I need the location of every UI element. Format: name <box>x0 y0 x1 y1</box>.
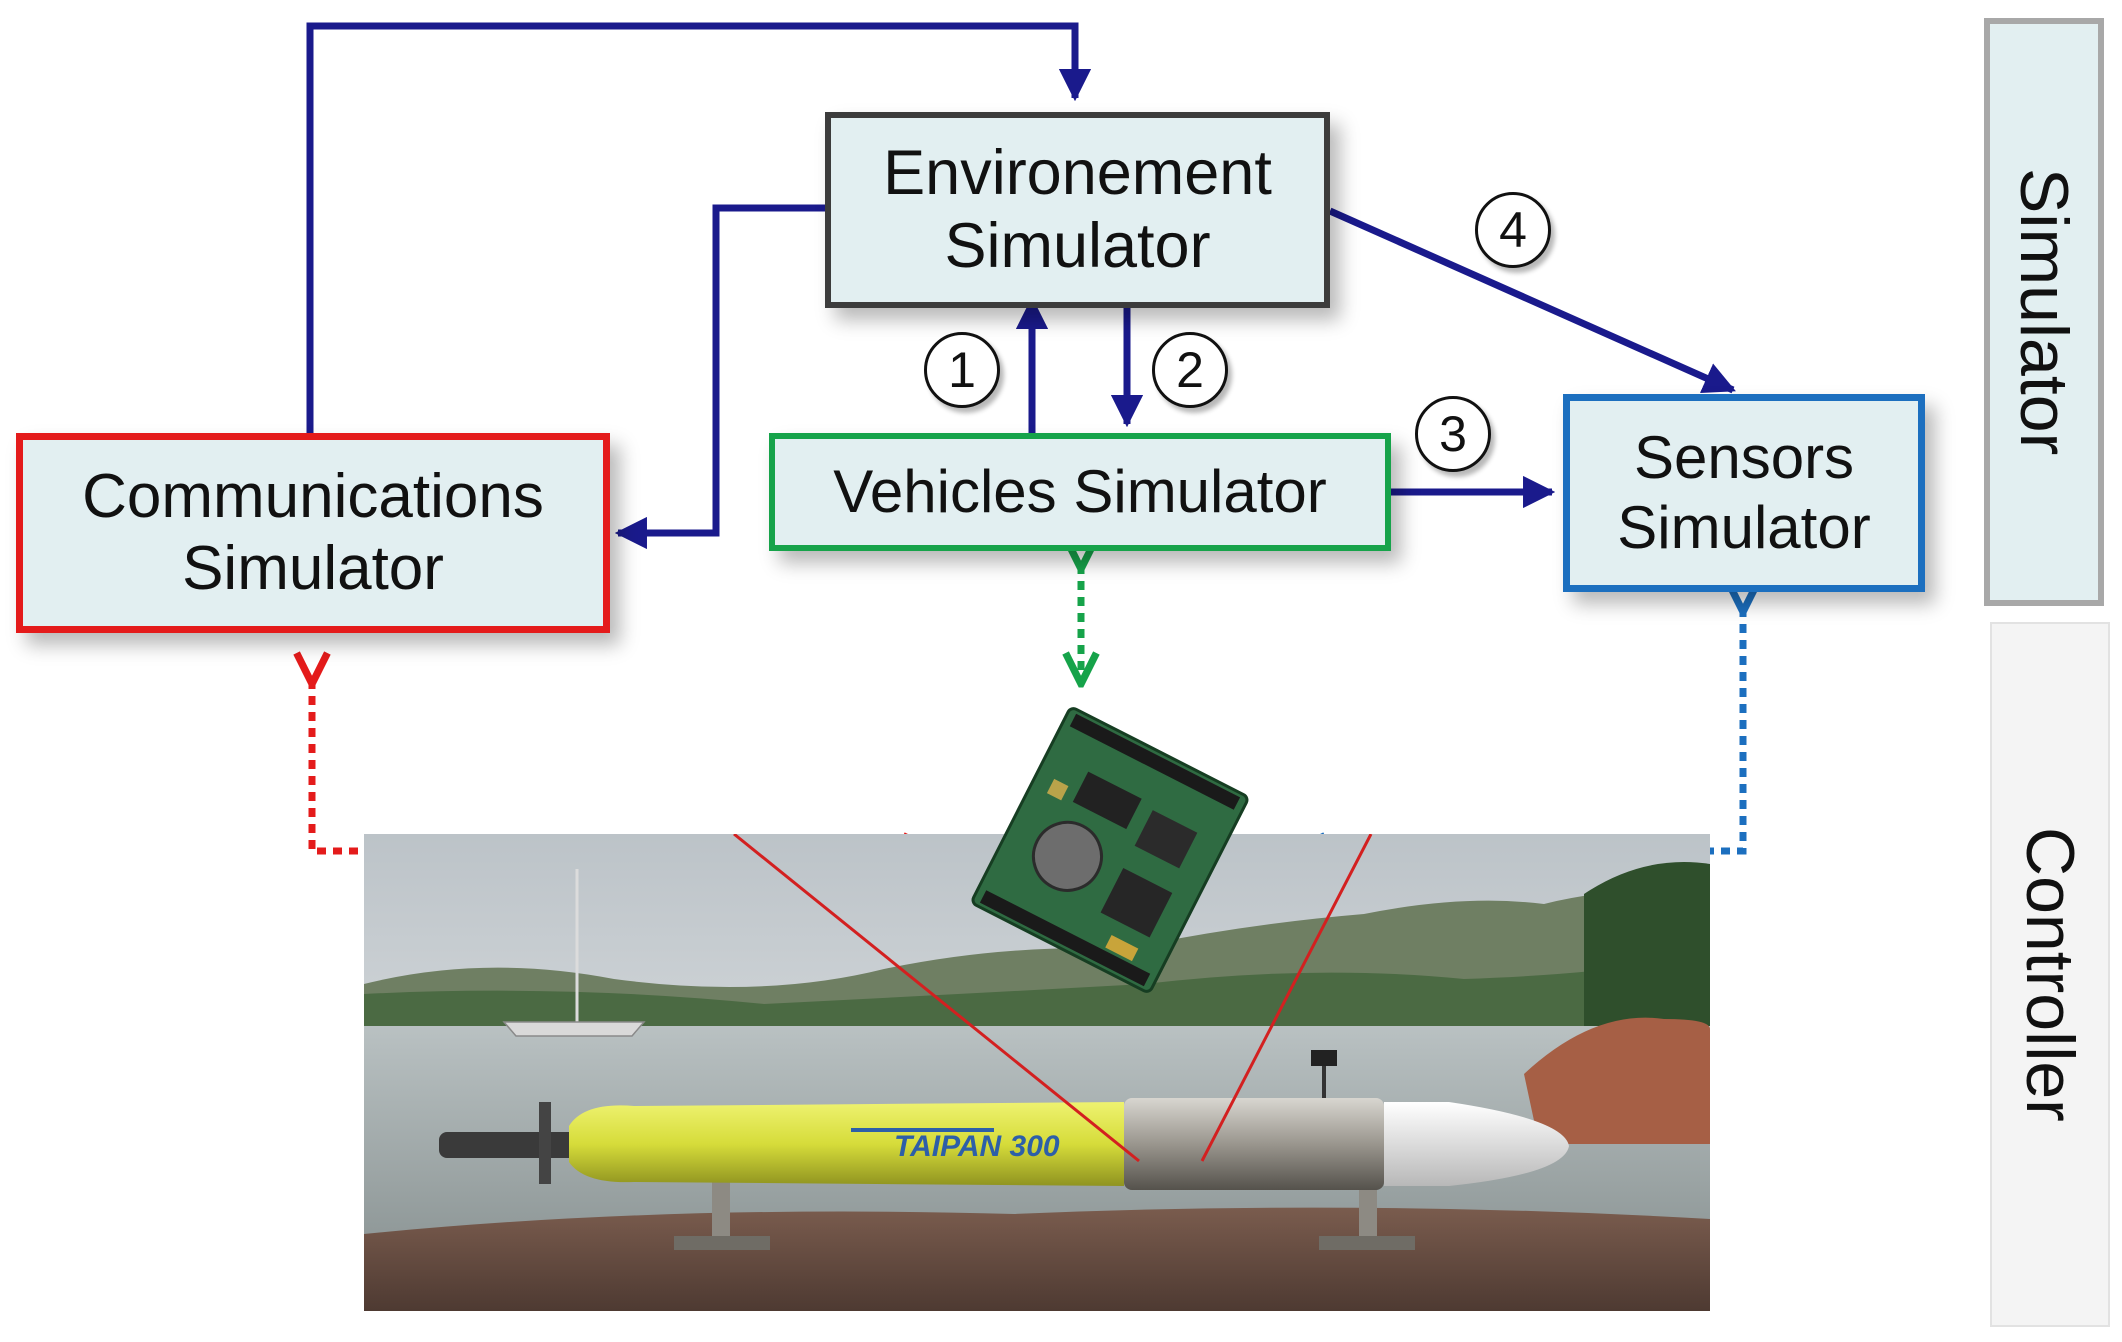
step-4-marker: 4 <box>1475 192 1551 268</box>
communications-simulator-block: Communications Simulator <box>16 433 610 633</box>
white-nose <box>1384 1102 1569 1186</box>
component <box>1046 778 1069 801</box>
stand-right-base <box>1319 1236 1415 1250</box>
shore <box>364 1207 1710 1311</box>
vehicles-simulator-label: Vehicles Simulator <box>833 458 1327 526</box>
connector <box>1105 934 1139 962</box>
simulator-layer-label: Simulator <box>2006 168 2082 456</box>
gps-antenna <box>1311 1050 1337 1066</box>
flow-4-arrow <box>1328 207 1736 394</box>
flow-comm-to-env-arrow <box>306 22 1092 433</box>
sensors-simulator-block: Sensors Simulator <box>1563 394 1925 592</box>
auv-vehicle: TAIPAN 300 <box>439 1050 1569 1250</box>
pcb <box>971 707 1249 993</box>
simulator-layer-panel: Simulator <box>1984 18 2104 606</box>
flow-env-to-comm-arrow <box>614 204 825 550</box>
step-2-marker: 2 <box>1152 332 1228 408</box>
step-1-marker: 1 <box>924 332 1000 408</box>
controller-layer-label: Controller <box>2012 827 2088 1122</box>
communications-simulator-line1: Communications <box>82 462 544 532</box>
near-hills <box>364 954 1710 1034</box>
auv-photo: TAIPAN 300 <box>364 834 1710 1311</box>
comm-controller-link-arrow <box>312 680 930 851</box>
vehicle-name-text: TAIPAN 300 <box>894 1130 1060 1163</box>
pin-header-bottom <box>979 890 1151 987</box>
cpu-chip <box>1031 820 1103 892</box>
steel-section <box>1124 1098 1384 1190</box>
environment-simulator-line1: Environement <box>883 137 1272 208</box>
pin-header-top <box>1069 713 1241 810</box>
propeller-shaft <box>439 1132 579 1158</box>
step-3-marker: 3 <box>1415 396 1491 472</box>
sensor-controller-link-arrow <box>1298 608 1743 851</box>
environment-simulator-line2: Simulator <box>944 211 1211 281</box>
environment-simulator-block: Environement Simulator <box>825 112 1330 308</box>
yellow-hull <box>569 1102 1124 1186</box>
red-rock <box>1524 1017 1710 1144</box>
board-callout-lines <box>733 834 1373 1163</box>
vehicles-simulator-block: Vehicles Simulator <box>769 433 1391 551</box>
tail-fin <box>539 1102 551 1184</box>
chip-3 <box>1100 867 1173 938</box>
sensors-simulator-line2: Simulator <box>1617 494 1871 561</box>
communications-simulator-line2: Simulator <box>182 534 444 603</box>
controller-board-photo <box>971 707 1249 993</box>
stand-left-base <box>674 1236 770 1250</box>
sensors-simulator-line1: Sensors <box>1633 424 1855 492</box>
tree-cluster <box>1584 862 1710 1034</box>
controller-layer-panel: Controller <box>1990 622 2110 1327</box>
chip-2 <box>1134 810 1198 869</box>
chip-1 <box>1072 771 1142 830</box>
sailboat <box>502 869 646 1037</box>
